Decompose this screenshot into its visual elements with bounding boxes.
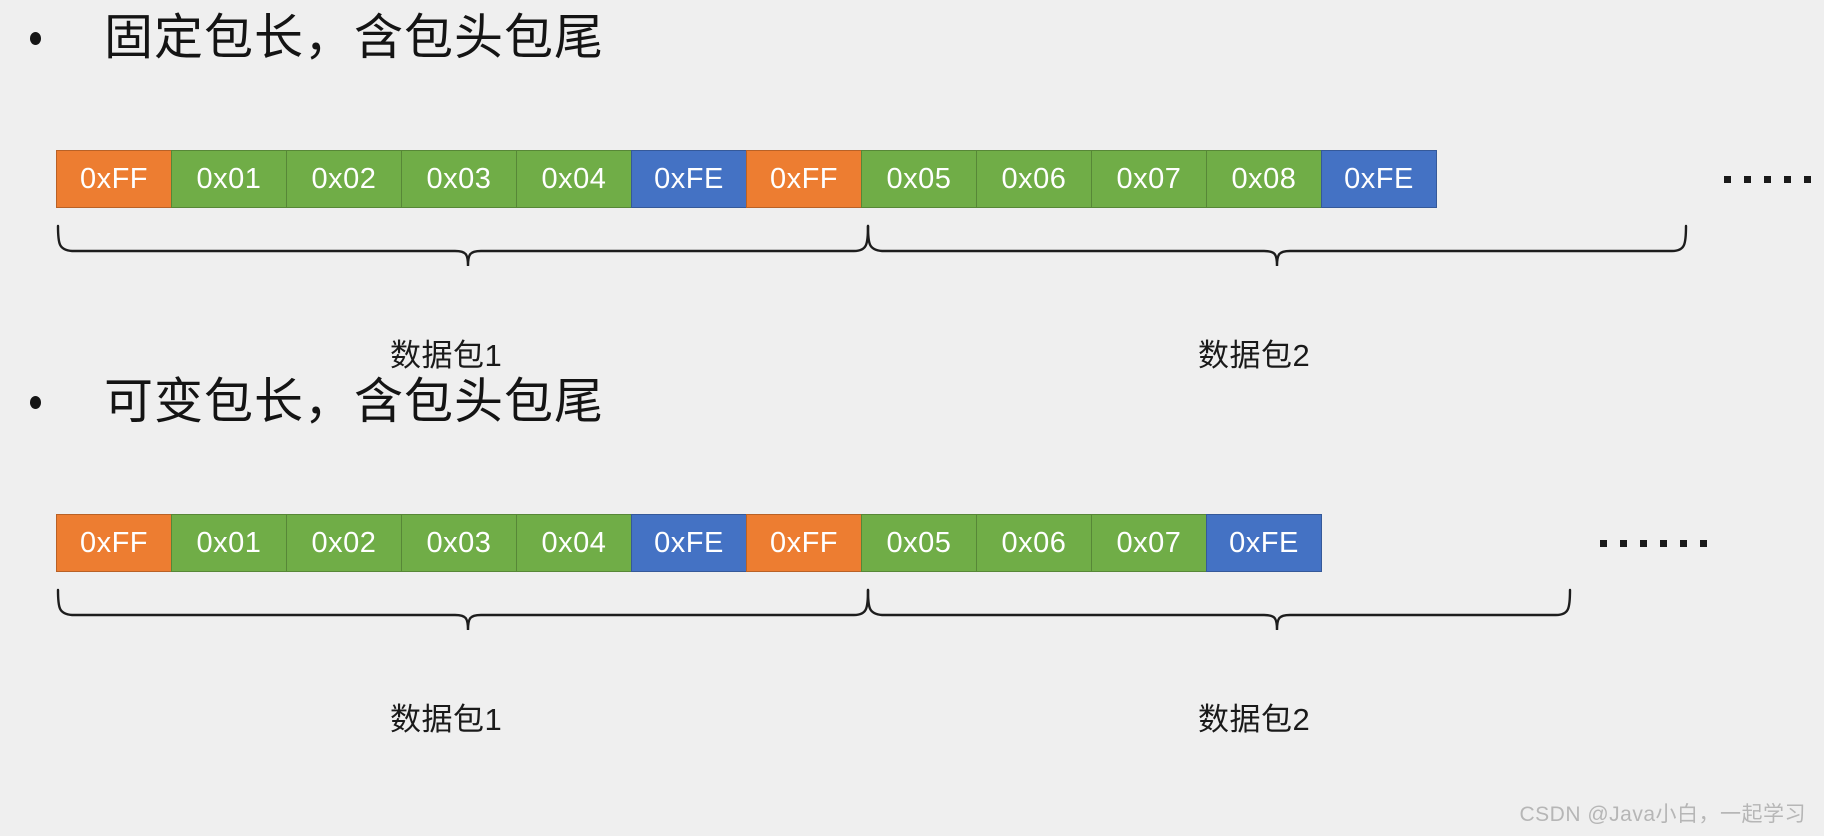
packet-cell: 0x01	[171, 150, 287, 208]
packet-cell: 0x03	[401, 150, 517, 208]
bullet-dot-icon	[30, 396, 41, 409]
packet-cell: 0xFF	[56, 514, 172, 572]
packet-cell: 0x04	[516, 514, 632, 572]
section-2-heading-text: 可变包长，含包头包尾	[104, 375, 605, 429]
packet-cell: 0xFE	[631, 514, 747, 572]
brace-packet-1-variable	[56, 588, 870, 631]
section-2-heading-row: 可变包长，含包头包尾	[30, 378, 604, 427]
packet-label: 数据包1	[390, 338, 503, 373]
packet-cell: 0x01	[171, 514, 287, 572]
packet-cell: 0x04	[516, 150, 632, 208]
packet-cell: 0xFE	[1321, 150, 1437, 208]
packet-cell: 0x02	[286, 150, 402, 208]
packet-strip-variable: 0xFF 0x01 0x02 0x03 0x04 0xFE 0xFF 0x05 …	[56, 514, 1322, 572]
packet-cell: 0x03	[401, 514, 517, 572]
brace-packet-2-fixed	[866, 224, 1688, 267]
packet-cell: 0xFF	[56, 150, 172, 208]
packet-strip-fixed: 0xFF 0x01 0x02 0x03 0x04 0xFE 0xFF 0x05 …	[56, 150, 1437, 208]
packet-cell: 0x06	[976, 150, 1092, 208]
brace-packet-1-fixed	[56, 224, 870, 267]
packet-cell: 0xFF	[746, 150, 862, 208]
packet-label: 数据包2	[1198, 702, 1311, 737]
ellipsis-icon	[1600, 514, 1707, 572]
section-1-heading-text: 固定包长，含包头包尾	[104, 11, 605, 65]
packet-cell: 0x07	[1091, 514, 1207, 572]
packet-cell: 0x08	[1206, 150, 1322, 208]
packet-cell: 0x07	[1091, 150, 1207, 208]
ellipsis-icon	[1724, 150, 1824, 208]
packet-label: 数据包1	[390, 702, 503, 737]
packet-cell: 0xFE	[1206, 514, 1322, 572]
section-1-heading-row: 固定包长，含包头包尾	[30, 14, 604, 63]
packet-cell: 0x02	[286, 514, 402, 572]
brace-packet-2-variable	[866, 588, 1572, 631]
packet-cell: 0x06	[976, 514, 1092, 572]
watermark-text: CSDN @Java小白，一起学习	[1519, 803, 1806, 826]
packet-cell: 0x05	[861, 150, 977, 208]
packet-label: 数据包2	[1198, 338, 1311, 373]
packet-cell: 0x05	[861, 514, 977, 572]
packet-cell: 0xFE	[631, 150, 747, 208]
bullet-dot-icon	[30, 32, 41, 45]
packet-cell: 0xFF	[746, 514, 862, 572]
